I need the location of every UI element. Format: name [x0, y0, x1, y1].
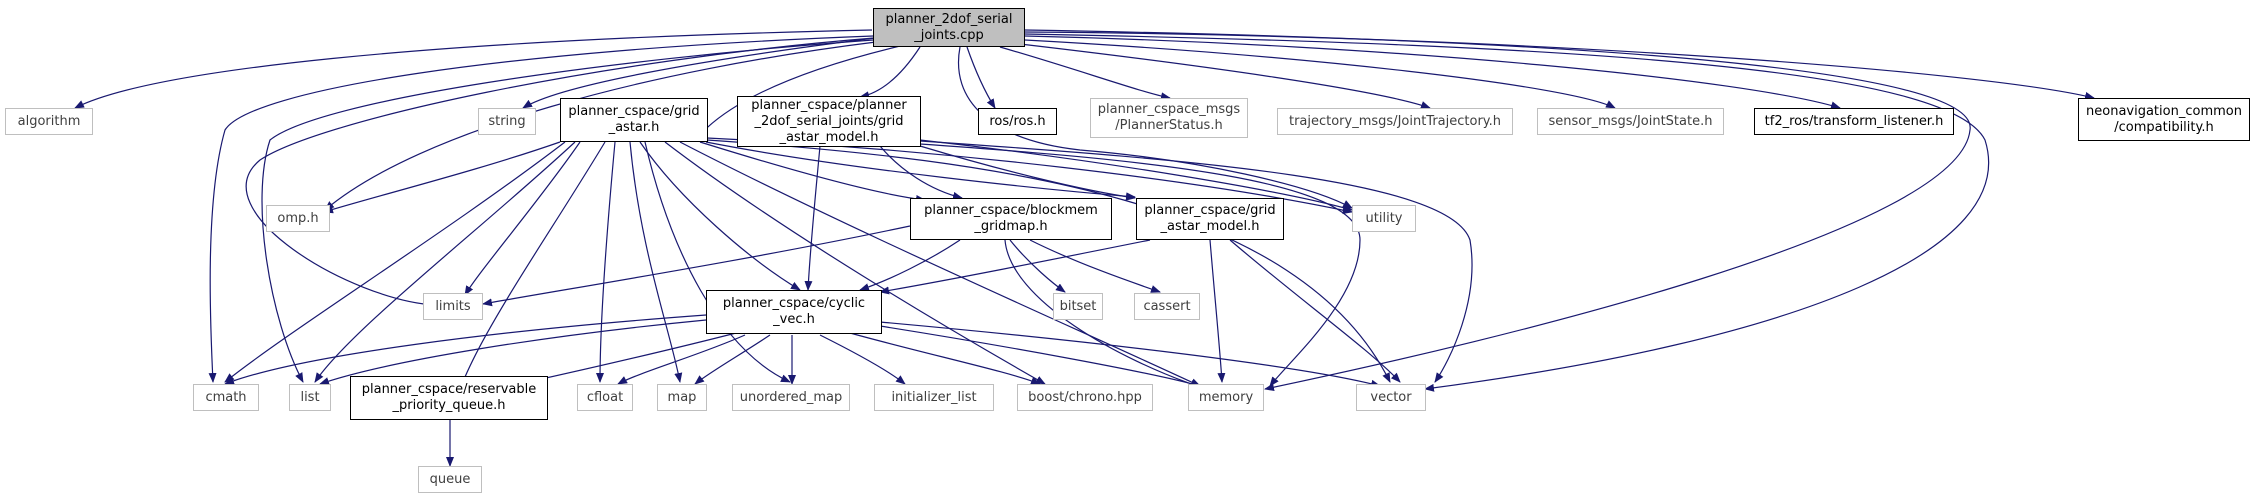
edge-root-memory — [1024, 29, 1971, 392]
node-tf2-transform-listener[interactable]: tf2_ros/transform_listener.h — [1754, 108, 1954, 135]
node-cassert[interactable]: cassert — [1134, 293, 1200, 320]
node-utility[interactable]: utility — [1352, 205, 1416, 232]
node-grid-astar-model[interactable]: planner_cspace/grid _astar_model.h — [1136, 198, 1284, 240]
node-algorithm[interactable]: algorithm — [5, 108, 93, 135]
edge-bm-cassert — [1029, 239, 1161, 293]
edge-bm-cyclic — [859, 239, 961, 291]
edge-pm-cyclic — [804, 145, 821, 291]
node-cyclic-vec[interactable]: planner_cspace/cyclic _vec.h — [706, 290, 882, 334]
edge-gm-vector — [1229, 239, 1401, 383]
edge-root-string — [522, 37, 876, 109]
node-grid-astar[interactable]: planner_cspace/grid _astar.h — [560, 98, 708, 142]
node-neonavigation-compatibility[interactable]: neonavigation_common /compatibility.h — [2078, 98, 2250, 141]
node-blockmem-gridmap[interactable]: planner_cspace/blockmem _gridmap.h — [910, 198, 1112, 240]
edge-grid-unordered — [644, 141, 791, 383]
edge-root-cmath — [208, 35, 874, 383]
edge-cv-cmath — [224, 314, 707, 385]
node-bitset[interactable]: bitset — [1053, 293, 1103, 320]
edge-gm-memory — [1209, 239, 1226, 383]
edge-root-planner-status — [999, 46, 1171, 101]
edge-pm-memory — [919, 143, 1361, 387]
edge-root-planner-model — [859, 46, 921, 100]
node-ros[interactable]: ros/ros.h — [978, 108, 1057, 135]
node-planner-status[interactable]: planner_cspace_msgs /PlannerStatus.h — [1090, 98, 1248, 138]
edge-pm-grid-model — [919, 145, 1136, 201]
node-list[interactable]: list — [289, 384, 331, 411]
edge-root-joint-state — [1024, 39, 1616, 109]
edge-root-list — [261, 39, 874, 383]
edge-cv-memory — [879, 325, 1201, 388]
edge-grid-cyclic — [639, 141, 801, 291]
node-limits[interactable]: limits — [423, 293, 483, 320]
edge-pm-blockmem — [879, 145, 963, 200]
edge-grid-list — [314, 141, 576, 383]
node-joint-state[interactable]: sensor_msgs/JointState.h — [1537, 108, 1724, 135]
edge-pm-utility — [919, 139, 1353, 212]
node-initializer-list[interactable]: initializer_list — [874, 384, 994, 411]
node-planner-2dof-serial-joints-cpp[interactable]: planner_2dof_serial _joints.cpp — [873, 8, 1025, 47]
edge-root-joint-trajectory — [1019, 43, 1431, 109]
edge-cv-cfloat — [617, 334, 746, 385]
node-omp[interactable]: omp.h — [266, 205, 330, 232]
node-joint-trajectory[interactable]: trajectory_msgs/JointTrajectory.h — [1277, 108, 1513, 135]
node-boost-chrono[interactable]: boost/chrono.hpp — [1017, 384, 1153, 411]
edge-bm-memory — [1004, 239, 1201, 388]
edge-grid-limits — [464, 141, 581, 296]
node-planner-2dof-grid-astar-model[interactable]: planner_cspace/planner _2dof_serial_join… — [737, 96, 921, 147]
edge-root-grid-astar — [696, 45, 901, 139]
edge-root-vector — [1024, 33, 1990, 392]
node-reservable-priority-queue[interactable]: planner_cspace/reservable _priority_queu… — [350, 376, 548, 420]
node-cfloat[interactable]: cfloat — [577, 384, 633, 411]
node-string[interactable]: string — [478, 108, 536, 135]
edge-gm-cyclic — [879, 239, 1151, 295]
edge-grid-chrono — [664, 141, 1046, 385]
node-map[interactable]: map — [657, 384, 707, 411]
edge-grid-grid-model — [705, 141, 1136, 201]
edge-bm-limits — [482, 225, 911, 307]
node-vector[interactable]: vector — [1356, 384, 1426, 411]
edge-grid-cmath — [224, 141, 566, 383]
edge-root-tf2 — [1024, 35, 1841, 110]
edge-cv-initializer — [819, 334, 906, 385]
edge-grid-vector — [706, 139, 1391, 383]
edge-grid-cfloat — [596, 141, 616, 383]
edge-root-utility — [958, 46, 1353, 209]
edge-bm-bitset — [1009, 239, 1066, 293]
node-memory[interactable]: memory — [1188, 384, 1264, 411]
edge-cv-vector — [879, 321, 1381, 388]
node-unordered-map[interactable]: unordered_map — [732, 384, 850, 411]
edge-grid-map — [629, 141, 683, 383]
edge-root-omp — [324, 41, 877, 211]
edge-root-limits — [245, 37, 875, 309]
edge-cv-map — [694, 334, 771, 385]
node-queue[interactable]: queue — [418, 466, 482, 493]
node-cmath[interactable]: cmath — [193, 384, 259, 411]
edge-root-ros — [966, 46, 996, 109]
edge-grid-blockmem — [699, 141, 926, 203]
edge-cv-list — [319, 319, 707, 385]
edge-root-algorithm — [74, 29, 873, 109]
edge-grid-memory — [679, 141, 1201, 387]
edge-cv-chrono — [849, 332, 1041, 385]
edge-grid-omp — [323, 141, 561, 214]
edge-pm-vector — [919, 140, 1473, 383]
